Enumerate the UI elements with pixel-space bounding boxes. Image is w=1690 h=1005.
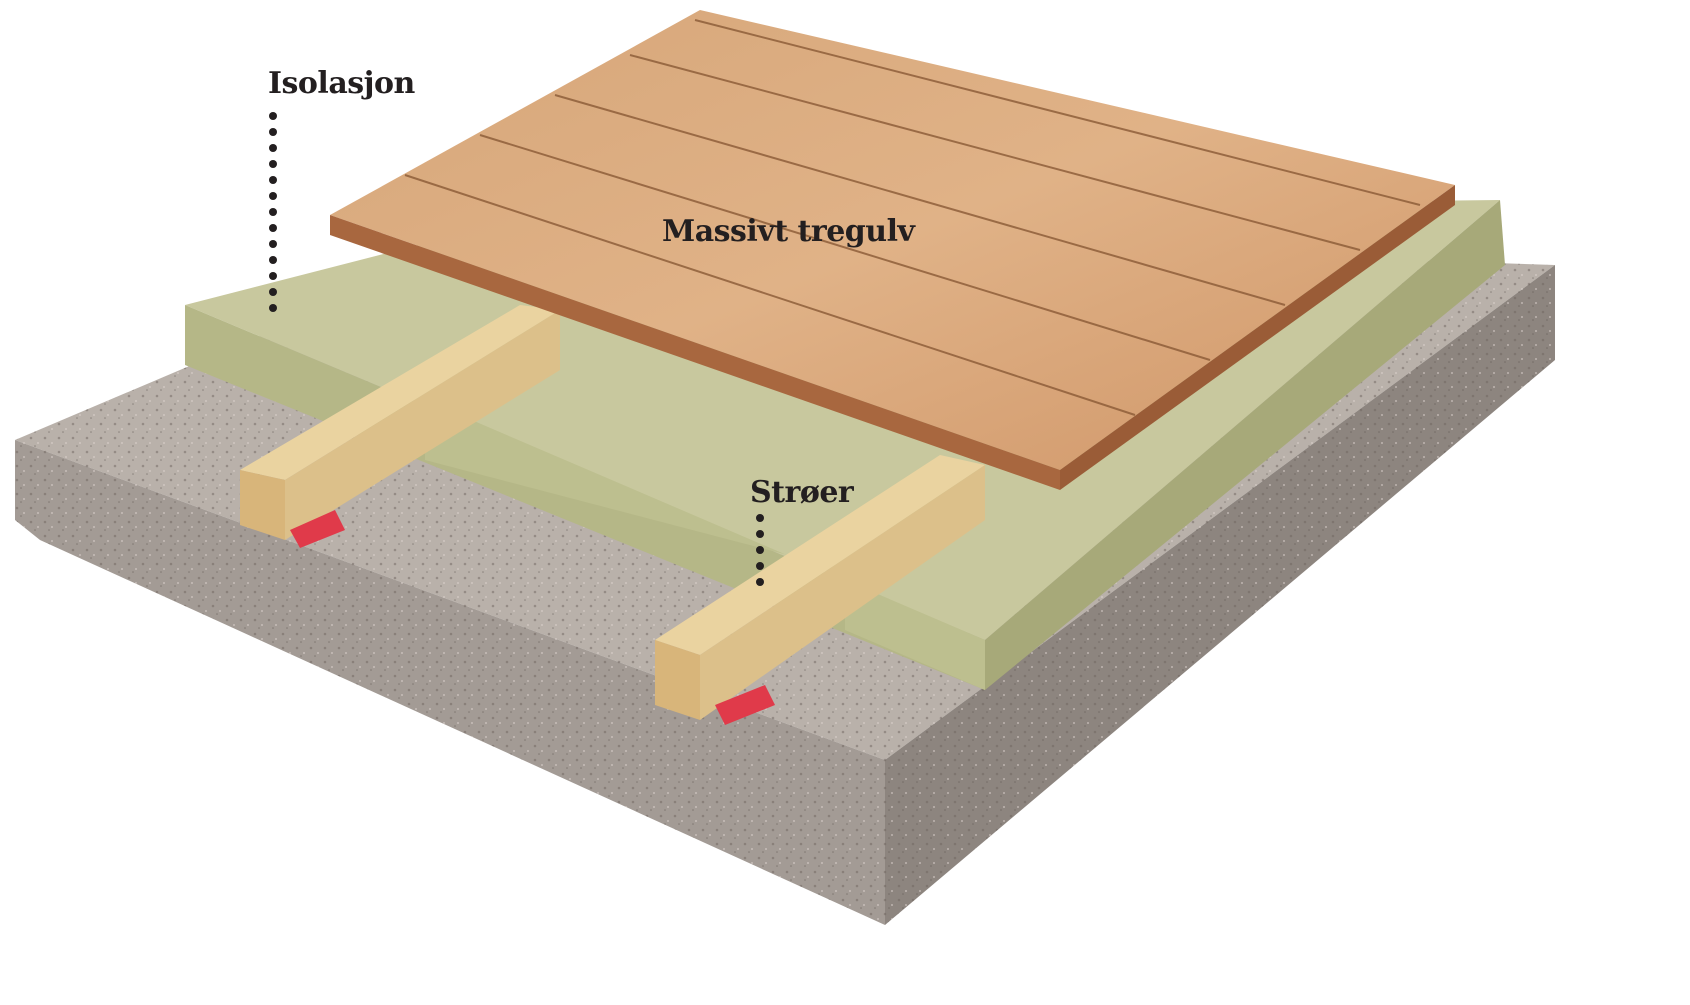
joist-left — [240, 305, 560, 548]
insulation-leader-dots — [269, 112, 277, 312]
insulation-label: Isolasjon — [268, 66, 415, 101]
joist-pad-left — [290, 510, 345, 548]
joists-label: Strøer — [750, 475, 854, 510]
joist-pad-right — [715, 685, 775, 725]
wood-floor — [330, 10, 1455, 490]
joists-leader-dots — [756, 514, 764, 586]
joist-right — [655, 455, 985, 725]
floor-label: Massivt tregulv — [662, 214, 915, 249]
